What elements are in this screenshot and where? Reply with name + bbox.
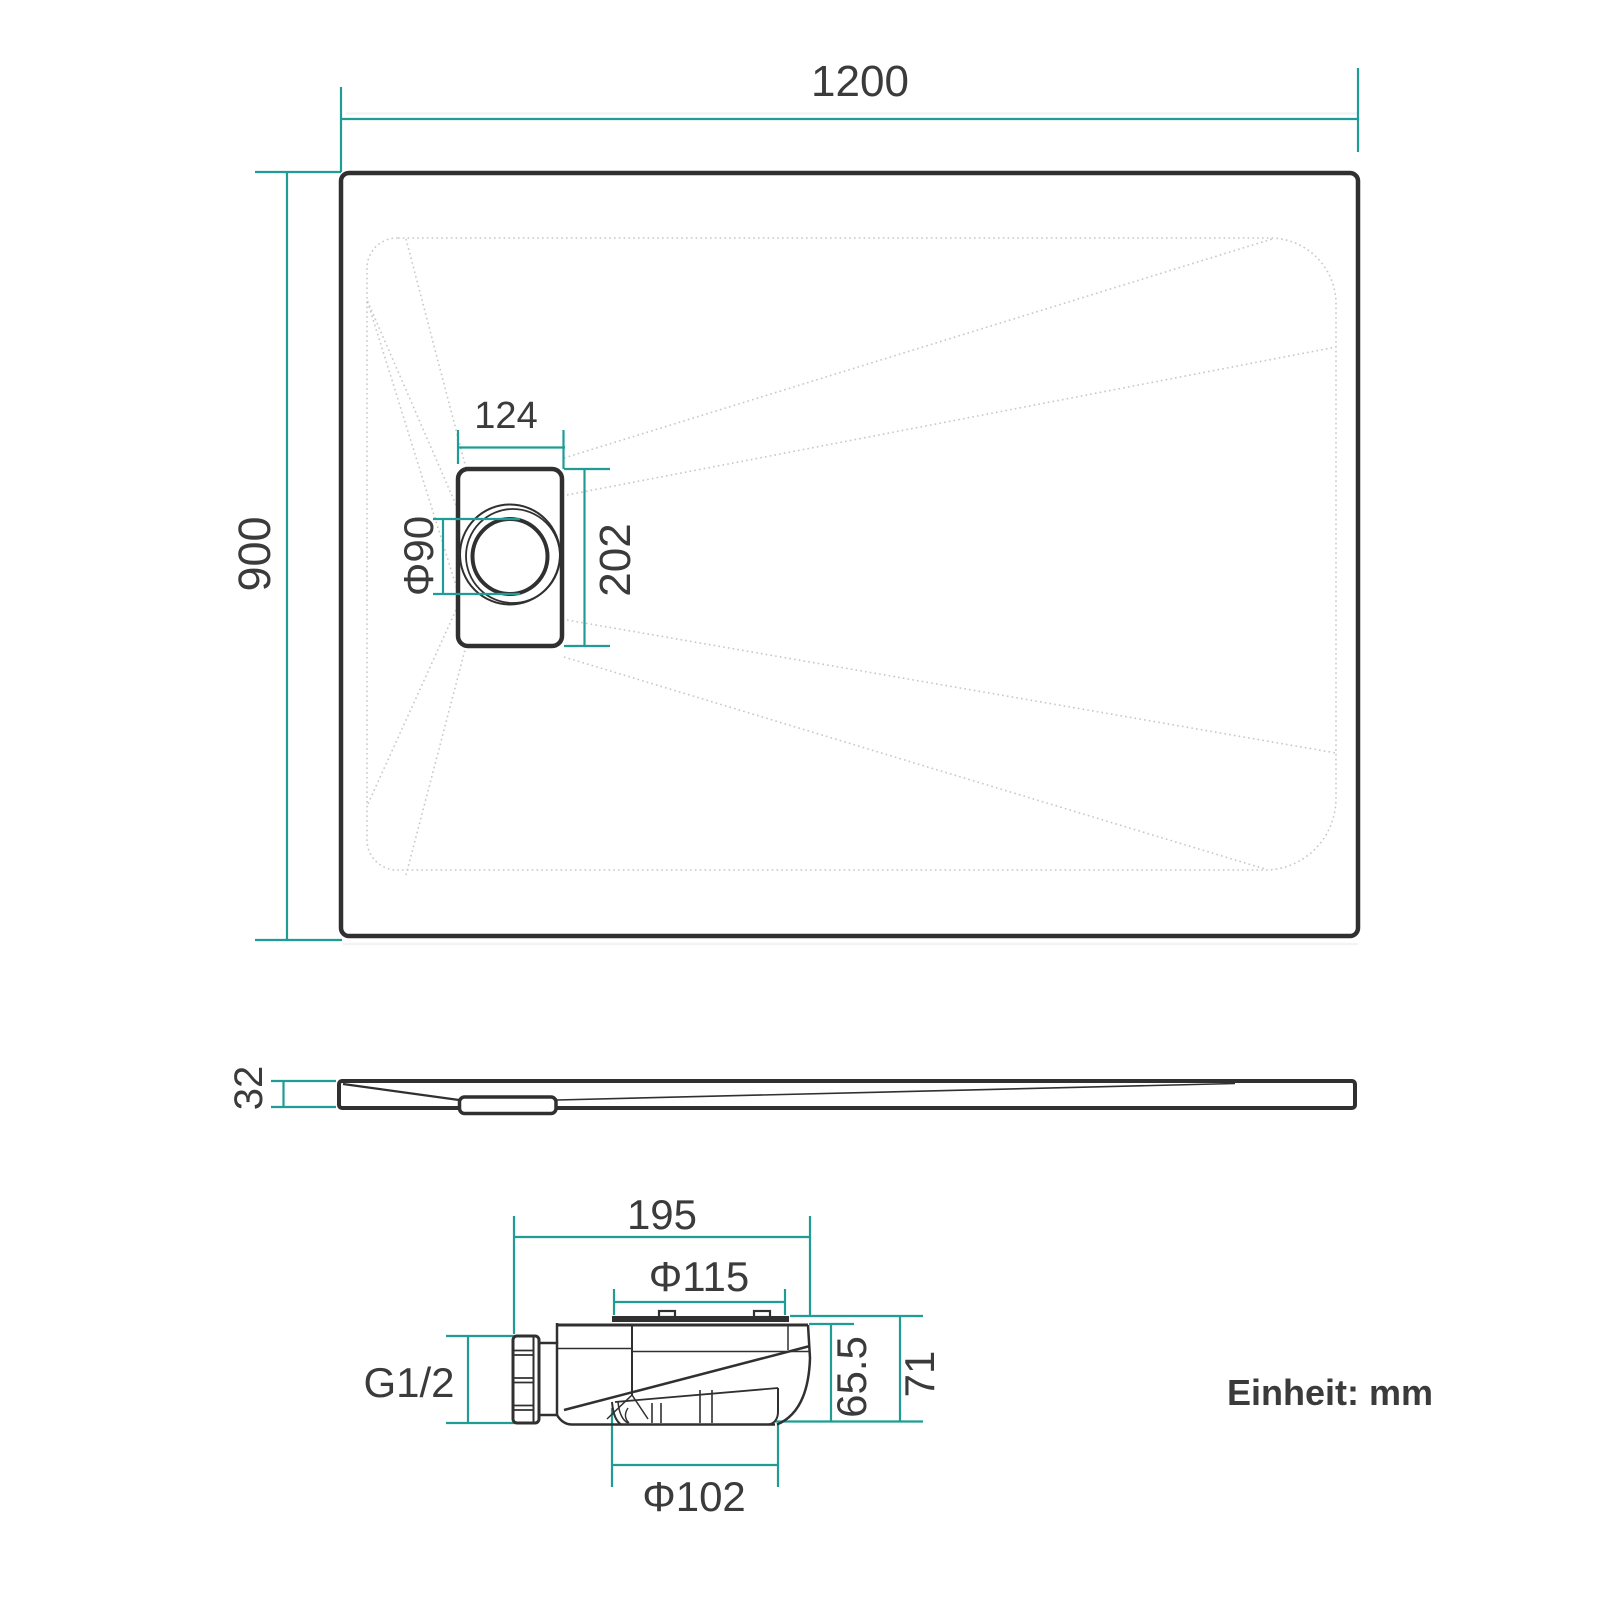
- svg-text:G1/2: G1/2: [363, 1359, 454, 1406]
- svg-text:Φ115: Φ115: [649, 1253, 749, 1300]
- svg-text:124: 124: [474, 395, 537, 437]
- svg-text:202: 202: [591, 523, 640, 596]
- svg-text:32: 32: [227, 1066, 271, 1111]
- svg-text:1200: 1200: [811, 57, 909, 106]
- svg-text:71: 71: [896, 1351, 943, 1398]
- svg-text:Φ102: Φ102: [642, 1473, 746, 1520]
- svg-text:Einheit: mm: Einheit: mm: [1227, 1372, 1433, 1413]
- svg-text:900: 900: [229, 516, 280, 591]
- svg-text:65.5: 65.5: [828, 1336, 875, 1418]
- svg-text:195: 195: [627, 1191, 697, 1238]
- svg-text:Φ90: Φ90: [395, 516, 442, 596]
